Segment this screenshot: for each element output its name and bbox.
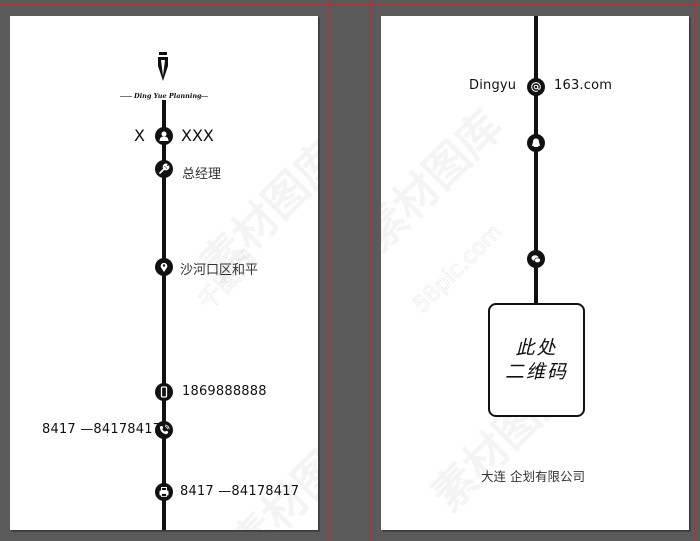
address: 沙河口区和平 <box>180 263 259 278</box>
logo-rule-left <box>120 96 132 97</box>
mobile-number: 1869888888 <box>182 384 267 399</box>
fax-icon <box>159 487 169 497</box>
timeline-line <box>534 16 538 305</box>
guide-line-left-card-right <box>328 0 330 541</box>
email-user: Dingyu <box>469 78 517 93</box>
phone-number: 8417 —84178417 <box>42 422 162 437</box>
business-card-front[interactable]: 素材图库 千图网 素材图库 Ding Yue Planning X XXX 总经… <box>10 16 318 530</box>
qq-node[interactable] <box>527 134 545 152</box>
fountain-pen-nib-icon <box>158 52 168 81</box>
location-pin-icon <box>160 262 168 272</box>
address-node <box>155 258 173 276</box>
qq-penguin-icon <box>532 138 540 147</box>
telephone-icon <box>159 424 170 435</box>
wechat-icon <box>531 255 541 264</box>
watermark-brand: 千图网 <box>192 244 264 316</box>
logo-rule-right <box>196 96 208 97</box>
guide-line-top <box>0 4 700 6</box>
qr-placeholder-line1: 此处 <box>515 337 558 359</box>
timeline-line <box>162 100 166 530</box>
mobile-node <box>155 383 173 401</box>
at-sign-icon <box>531 82 541 92</box>
phone-node <box>155 421 173 439</box>
fax-node <box>155 483 173 501</box>
logo-tagline: Ding Yue Planning <box>134 92 202 100</box>
name-node <box>155 127 173 145</box>
business-card-back[interactable]: 素材图库 58pic.com 素材图库 Dingyu 163.com 此处 二维… <box>381 16 689 530</box>
email-node <box>527 78 545 96</box>
qr-code-placeholder[interactable]: 此处 二维码 <box>488 303 585 417</box>
surname: X <box>134 126 145 145</box>
email-domain: 163.com <box>554 78 613 93</box>
guide-line-right-card-left <box>370 0 372 541</box>
mobile-phone-icon <box>160 386 168 398</box>
watermark-cn-2: 素材图库 <box>213 403 318 530</box>
job-title: 总经理 <box>182 167 222 182</box>
wrench-icon <box>159 163 170 174</box>
qr-placeholder-line2: 二维码 <box>504 361 568 383</box>
guide-line-right-edge <box>694 0 696 541</box>
fax-number: 8417 —84178417 <box>180 484 300 499</box>
user-icon <box>159 131 169 141</box>
company-name: 大连 企划有限公司 <box>481 469 585 484</box>
watermark-cn: 素材图库 <box>381 93 514 263</box>
given-name: XXX <box>181 126 214 145</box>
title-node <box>155 160 173 178</box>
pen-nib-logo <box>156 52 170 82</box>
wechat-node[interactable] <box>527 250 545 268</box>
